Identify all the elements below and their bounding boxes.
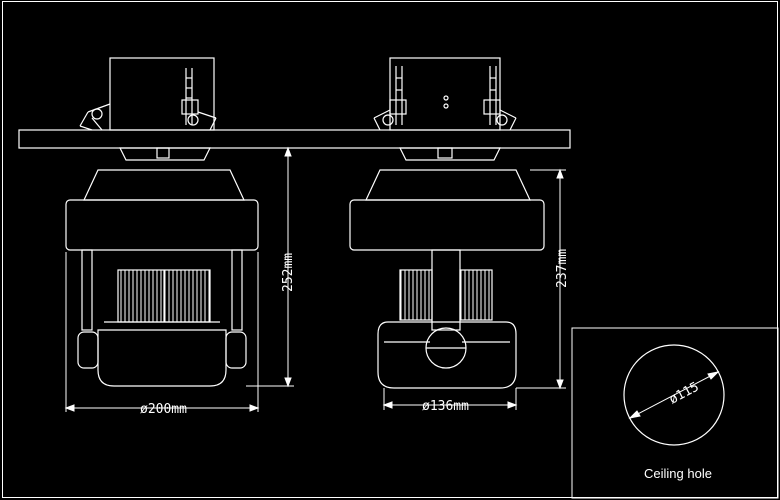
ceiling-hole-panel <box>571 327 779 499</box>
left-height-dimension <box>214 146 294 388</box>
right-fixture <box>349 57 545 389</box>
right-stem <box>431 249 461 331</box>
right-heatsink-b <box>459 269 493 321</box>
left-fixture <box>65 57 259 387</box>
left-driver-box <box>109 57 215 131</box>
right-diameter-label: ø136mm <box>422 399 469 414</box>
right-spring-clip-a <box>373 66 407 131</box>
left-neck <box>119 147 211 161</box>
left-height-label: 252mm <box>281 253 296 292</box>
ceiling-hole-diameter-line <box>628 371 720 419</box>
left-diameter-dimension <box>64 252 260 412</box>
right-bezel <box>365 169 531 201</box>
right-lamp-head <box>377 321 517 389</box>
left-bracket-b <box>231 249 243 331</box>
left-diameter-label: ø200mm <box>140 402 187 417</box>
right-heatsink-a <box>399 269 433 321</box>
right-driver-screw-b <box>443 103 449 109</box>
ceiling-hole-diameter-label: ø115 <box>667 380 702 408</box>
ceiling-board <box>18 129 571 149</box>
left-spring-clip-b <box>181 68 217 131</box>
left-lamp-head <box>97 329 227 387</box>
right-height-dimension <box>516 168 566 390</box>
left-bracket-a <box>81 249 93 331</box>
left-housing <box>65 199 259 251</box>
right-diameter-dimension <box>382 388 518 410</box>
ceiling-hole-caption: Ceiling hole <box>644 466 712 481</box>
right-driver-screw-a <box>443 95 449 101</box>
right-height-label: 237mm <box>555 249 570 288</box>
right-driver-box <box>389 57 501 131</box>
ceiling-hole-circle <box>623 344 725 446</box>
right-housing <box>349 199 545 251</box>
right-spring-clip-b <box>483 66 517 131</box>
left-bezel <box>83 169 245 201</box>
right-neck <box>399 147 501 161</box>
left-spring-clip-a <box>79 103 111 131</box>
